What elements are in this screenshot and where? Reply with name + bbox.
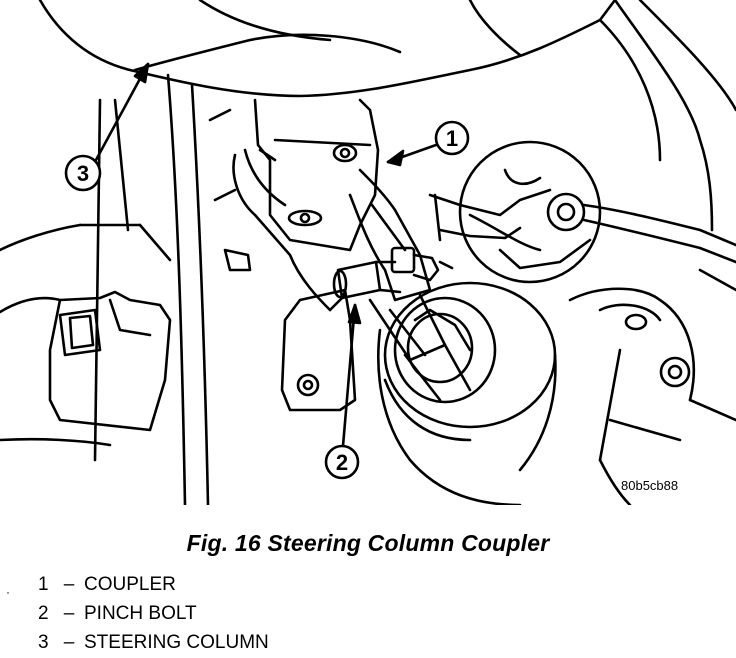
frame-members — [0, 73, 252, 505]
callout-1-number: 1 — [446, 126, 458, 151]
pushrod-assembly — [428, 140, 736, 284]
legend-dash: – — [63, 574, 75, 595]
connector-module — [0, 290, 172, 432]
legend-label: STEERING COLUMN — [84, 632, 269, 653]
callout-3: 3 — [64, 62, 150, 192]
legend-label: COUPLER — [84, 574, 176, 595]
legend-dash: – — [63, 632, 75, 653]
dash-panel — [38, 0, 736, 232]
legend: 1–COUPLER 2–PINCH BOLT 3–STEERING COLUMN — [38, 570, 269, 657]
coupler — [348, 168, 454, 302]
callout-1: 1 — [386, 120, 470, 167]
margin-mark: · — [6, 585, 10, 599]
column-boot — [377, 281, 557, 505]
figure-code: 80b5cb88 — [621, 478, 679, 493]
legend-number: 2 — [38, 603, 49, 624]
legend-label: PINCH BOLT — [84, 603, 197, 624]
pinch-bolt — [332, 260, 402, 300]
legend-number: 3 — [38, 632, 49, 653]
callout-3-number: 3 — [77, 161, 89, 186]
legend-item: 1–COUPLER — [38, 570, 269, 599]
callout-2-number: 2 — [336, 450, 348, 475]
column-housing — [253, 98, 380, 252]
legend-item: 3–STEERING COLUMN — [38, 628, 269, 657]
pedal-bracket — [568, 268, 736, 505]
figure-caption: Fig. 16 Steering Column Coupler — [186, 530, 550, 556]
callout-2: 2 — [324, 303, 362, 480]
mounting-bracket — [232, 148, 357, 412]
legend-number: 1 — [38, 574, 49, 595]
legend-item: 2–PINCH BOLT — [38, 599, 269, 628]
steering-column-coupler-illustration: 1 2 3 — [0, 0, 736, 505]
legend-dash: – — [63, 603, 75, 624]
